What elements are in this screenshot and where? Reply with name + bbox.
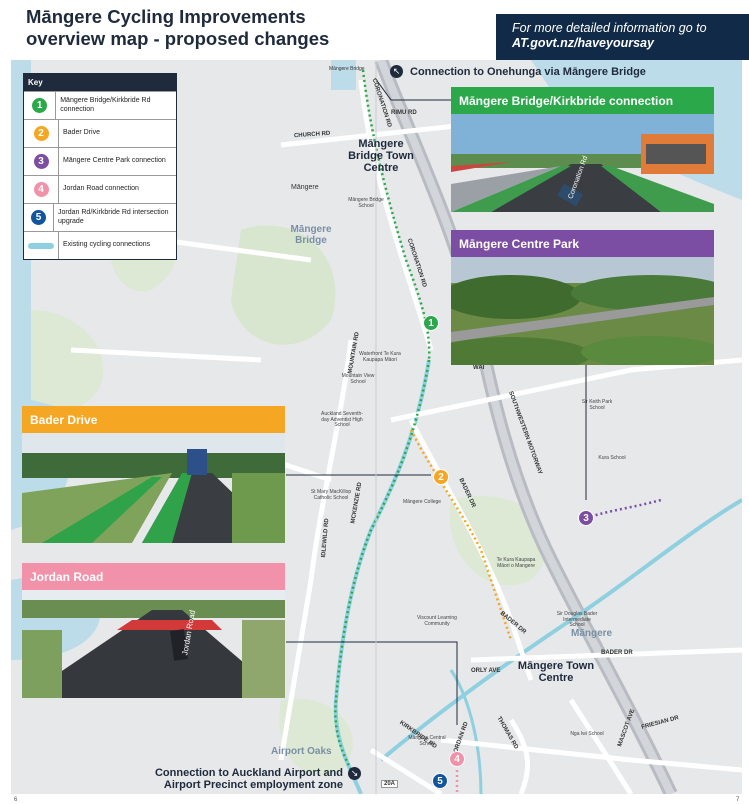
page-number-left: 6 — [14, 797, 18, 803]
place-mangere: Māngere — [571, 628, 613, 639]
map-key: Key 1 Māngere Bridge/Kirkbride Rd connec… — [23, 73, 177, 260]
key-label-1: Māngere Bridge/Kirkbride Rd connection — [60, 97, 151, 113]
key-row-6: Existing cycling connections — [24, 231, 176, 259]
key-cycleway-swatch — [28, 242, 54, 249]
key-heading: Key — [24, 74, 176, 91]
school-sir-douglas-bader: Sir Douglas Bader Intermediate School — [556, 611, 598, 628]
south-arrow-icon: ↘ — [348, 767, 361, 780]
route-shield-20a: 20A — [381, 780, 399, 788]
photo-bader-drive — [22, 433, 285, 543]
key-marker-1: 1 — [32, 98, 48, 113]
key-label-5: Jordan Rd/Kirkbride Rd intersection upgr… — [58, 209, 169, 225]
school-st-marys: St Mary MacKillop Catholic School — [310, 489, 352, 501]
place-mangere-small: Māngere — [291, 184, 319, 191]
school-auckland-sda: Auckland Seventh-day Adventist High Scho… — [321, 411, 363, 428]
key-row-5: 5 Jordan Rd/Kirkbride Rd intersection up… — [24, 203, 176, 231]
school-te-kura-kaupapa: Te Kura Kaupapa Māori o Mangere — [496, 557, 536, 569]
panel-park-title: Māngere Centre Park — [451, 230, 714, 257]
place-mangere-town-centre: Māngere Town Centre — [517, 660, 595, 684]
key-row-2: 2 Bader Drive — [24, 119, 176, 147]
school-viscount: Viscount Learning Community — [417, 615, 457, 627]
school-nga-iwi: Nga Iwi School — [570, 731, 604, 737]
place-mangere-bridge-town-centre: Māngere Bridge Town Centre — [348, 138, 414, 174]
connection-onehunga: Connection to Onehunga via Māngere Bridg… — [410, 66, 646, 78]
place-mangere-bridge-top: Māngere Bridge — [329, 66, 365, 72]
school-kura: Kura School — [598, 455, 626, 461]
marker-1[interactable]: 1 — [423, 315, 439, 331]
panel-jordan-title: Jordan Road — [22, 563, 285, 590]
photo-centre-park — [451, 257, 714, 365]
school-mangere-central: Māngere Central School — [408, 735, 446, 747]
key-label-3: Māngere Centre Park connection — [63, 157, 166, 165]
leader-jordan — [286, 641, 458, 725]
photo-bridge-kirkbride: Coronation Rd — [451, 114, 714, 212]
marker-2[interactable]: 2 — [433, 469, 449, 485]
school-mangere-bridge: Māngere Bridge School — [348, 197, 384, 209]
key-row-3: 3 Māngere Centre Park connection — [24, 147, 176, 175]
road-orly: ORLY AVE — [471, 668, 501, 674]
panel-bader-title: Bader Drive — [22, 406, 285, 433]
key-label-6: Existing cycling connections — [63, 241, 151, 249]
park-green-3 — [449, 496, 547, 586]
existing-cycleway-2 — [379, 498, 742, 762]
info-banner[interactable]: For more detailed information go to AT.g… — [496, 14, 749, 60]
park-green-2 — [31, 310, 104, 410]
banner-text: For more detailed information go to — [512, 21, 707, 35]
connection-airport-line-1: Connection to Auckland Airport and — [154, 767, 343, 779]
key-label-2: Bader Drive — [63, 129, 100, 137]
connection-airport: Connection to Auckland Airport and Airpo… — [143, 767, 343, 791]
road-wai: WAI — [473, 365, 485, 371]
page-title: Māngere Cycling Improvements overview ma… — [26, 6, 329, 50]
key-row-1: 1 Māngere Bridge/Kirkbride Rd connection — [24, 91, 176, 119]
key-marker-3: 3 — [33, 154, 49, 169]
title-line-1: Māngere Cycling Improvements — [26, 6, 306, 27]
school-mangere-college: Māngere College — [402, 499, 442, 505]
key-label-4: Jordan Road connection — [63, 185, 139, 193]
key-marker-2: 2 — [33, 126, 49, 141]
water-top-channel — [331, 60, 356, 90]
place-mangere-bridge: Māngere Bridge — [290, 224, 332, 246]
photo-jordan-road: Jordan Road — [22, 590, 285, 698]
marker-4[interactable]: 4 — [449, 751, 465, 767]
key-row-4: 4 Jordan Road connection — [24, 175, 176, 203]
banner-link[interactable]: AT.govt.nz/haveyoursay — [512, 36, 654, 50]
school-mountain-view: Mountain View School — [341, 373, 375, 385]
place-airport-oaks: Airport Oaks — [271, 746, 332, 757]
school-te-kura-waterfront: Waterfront Te Kura Kaupapa Māori — [359, 351, 401, 363]
school-sir-keith-park: Sir Keith Park School — [581, 399, 613, 411]
key-marker-4: 4 — [33, 182, 49, 197]
north-arrow-icon: ↖ — [390, 65, 403, 78]
marker-5[interactable]: 5 — [432, 773, 448, 789]
key-marker-5: 5 — [31, 210, 47, 225]
page-number-right: 7 — [736, 797, 740, 803]
road-bader-3: BADER DR — [601, 650, 633, 656]
road-rimu: RIMU RD — [391, 110, 417, 116]
connection-airport-line-2: Airport Precinct employment zone — [163, 779, 343, 791]
route-3-centre-park — [585, 498, 662, 520]
panel-bridge-title: Māngere Bridge/Kirkbride connection — [451, 87, 714, 114]
title-line-2: overview map - proposed changes — [26, 28, 330, 49]
marker-3[interactable]: 3 — [578, 510, 594, 526]
